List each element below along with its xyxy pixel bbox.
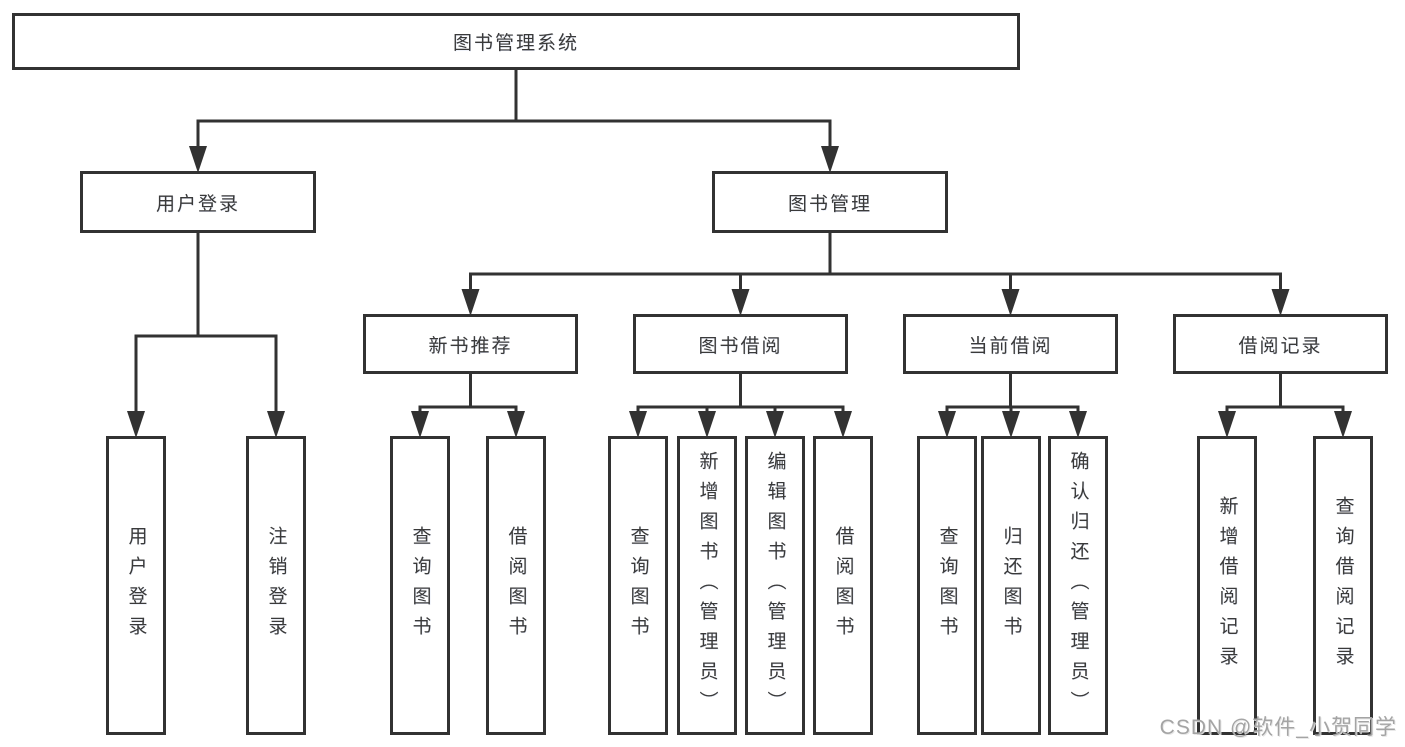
arrow-down-icon [461,289,480,316]
node-leaf-user-login: 用户登录 [106,436,166,735]
node-leaf-query-book-2: 查询图书 [608,436,668,735]
arrow-down-icon [698,411,716,438]
node-label-leaf-borrow-book-2: 借阅图书 [832,525,854,646]
node-label-leaf-add-record: 新增借阅记录 [1216,495,1238,676]
node-label-current-borrow: 当前借阅 [968,335,1053,357]
node-leaf-query-book-3: 查询图书 [917,436,977,735]
watermark: CSDN @软件_小贺同学 [1159,716,1397,739]
node-label-leaf-edit-book: 编辑图书（管理员） [764,450,786,721]
arrow-down-icon [1002,411,1020,438]
node-leaf-add-record: 新增借阅记录 [1197,436,1257,735]
node-label-leaf-user-login: 用户登录 [125,525,147,646]
arrow-down-icon [834,411,852,438]
node-user-login: 用户登录 [80,171,316,233]
arrow-down-icon [127,411,145,438]
node-label-leaf-borrow-book-1: 借阅图书 [505,525,527,646]
arrow-down-icon [821,146,839,173]
node-label-leaf-query-record: 查询借阅记录 [1332,495,1354,676]
node-leaf-query-book-1: 查询图书 [390,436,450,735]
node-label-borrow-records: 借阅记录 [1238,335,1323,357]
node-label-leaf-confirm-return: 确认归还（管理员） [1067,450,1089,721]
node-borrow-records: 借阅记录 [1173,314,1388,374]
node-leaf-return-book: 归还图书 [981,436,1041,735]
node-book-mgmt: 图书管理 [712,171,948,233]
arrow-down-icon [1001,289,1020,316]
node-label-user-login: 用户登录 [155,193,240,215]
arrow-down-icon [938,411,956,438]
node-leaf-query-record: 查询借阅记录 [1313,436,1373,735]
arrow-down-icon [1218,411,1236,438]
node-label-leaf-query-book-2: 查询图书 [627,525,649,646]
node-label-leaf-add-book: 新增图书（管理员） [696,450,718,721]
node-label-new-book-rec: 新书推荐 [428,335,513,357]
arrow-down-icon [507,411,525,438]
arrow-down-icon [1069,411,1087,438]
arrow-down-icon [1334,411,1352,438]
node-leaf-edit-book: 编辑图书（管理员） [745,436,805,735]
node-leaf-logout: 注销登录 [246,436,306,735]
node-leaf-confirm-return: 确认归还（管理员） [1048,436,1108,735]
node-root: 图书管理系统 [12,13,1020,70]
arrow-down-icon [629,411,647,438]
node-label-leaf-query-book-1: 查询图书 [409,525,431,646]
arrow-down-icon [189,146,207,173]
node-label-book-mgmt: 图书管理 [787,193,872,215]
node-label-book-borrow: 图书借阅 [698,335,783,357]
node-label-leaf-query-book-3: 查询图书 [936,525,958,646]
arrow-down-icon [411,411,429,438]
arrow-down-icon [766,411,784,438]
node-label-leaf-logout: 注销登录 [265,525,287,646]
node-book-borrow: 图书借阅 [633,314,848,374]
node-label-root: 图书管理系统 [452,33,579,54]
node-current-borrow: 当前借阅 [903,314,1118,374]
node-label-leaf-return-book: 归还图书 [1000,525,1022,646]
arrow-down-icon [267,411,285,438]
arrow-down-icon [1271,289,1290,316]
arrow-down-icon [731,289,750,316]
node-new-book-rec: 新书推荐 [363,314,578,374]
node-leaf-borrow-book-2: 借阅图书 [813,436,873,735]
node-leaf-add-book: 新增图书（管理员） [677,436,737,735]
node-leaf-borrow-book-1: 借阅图书 [486,436,546,735]
